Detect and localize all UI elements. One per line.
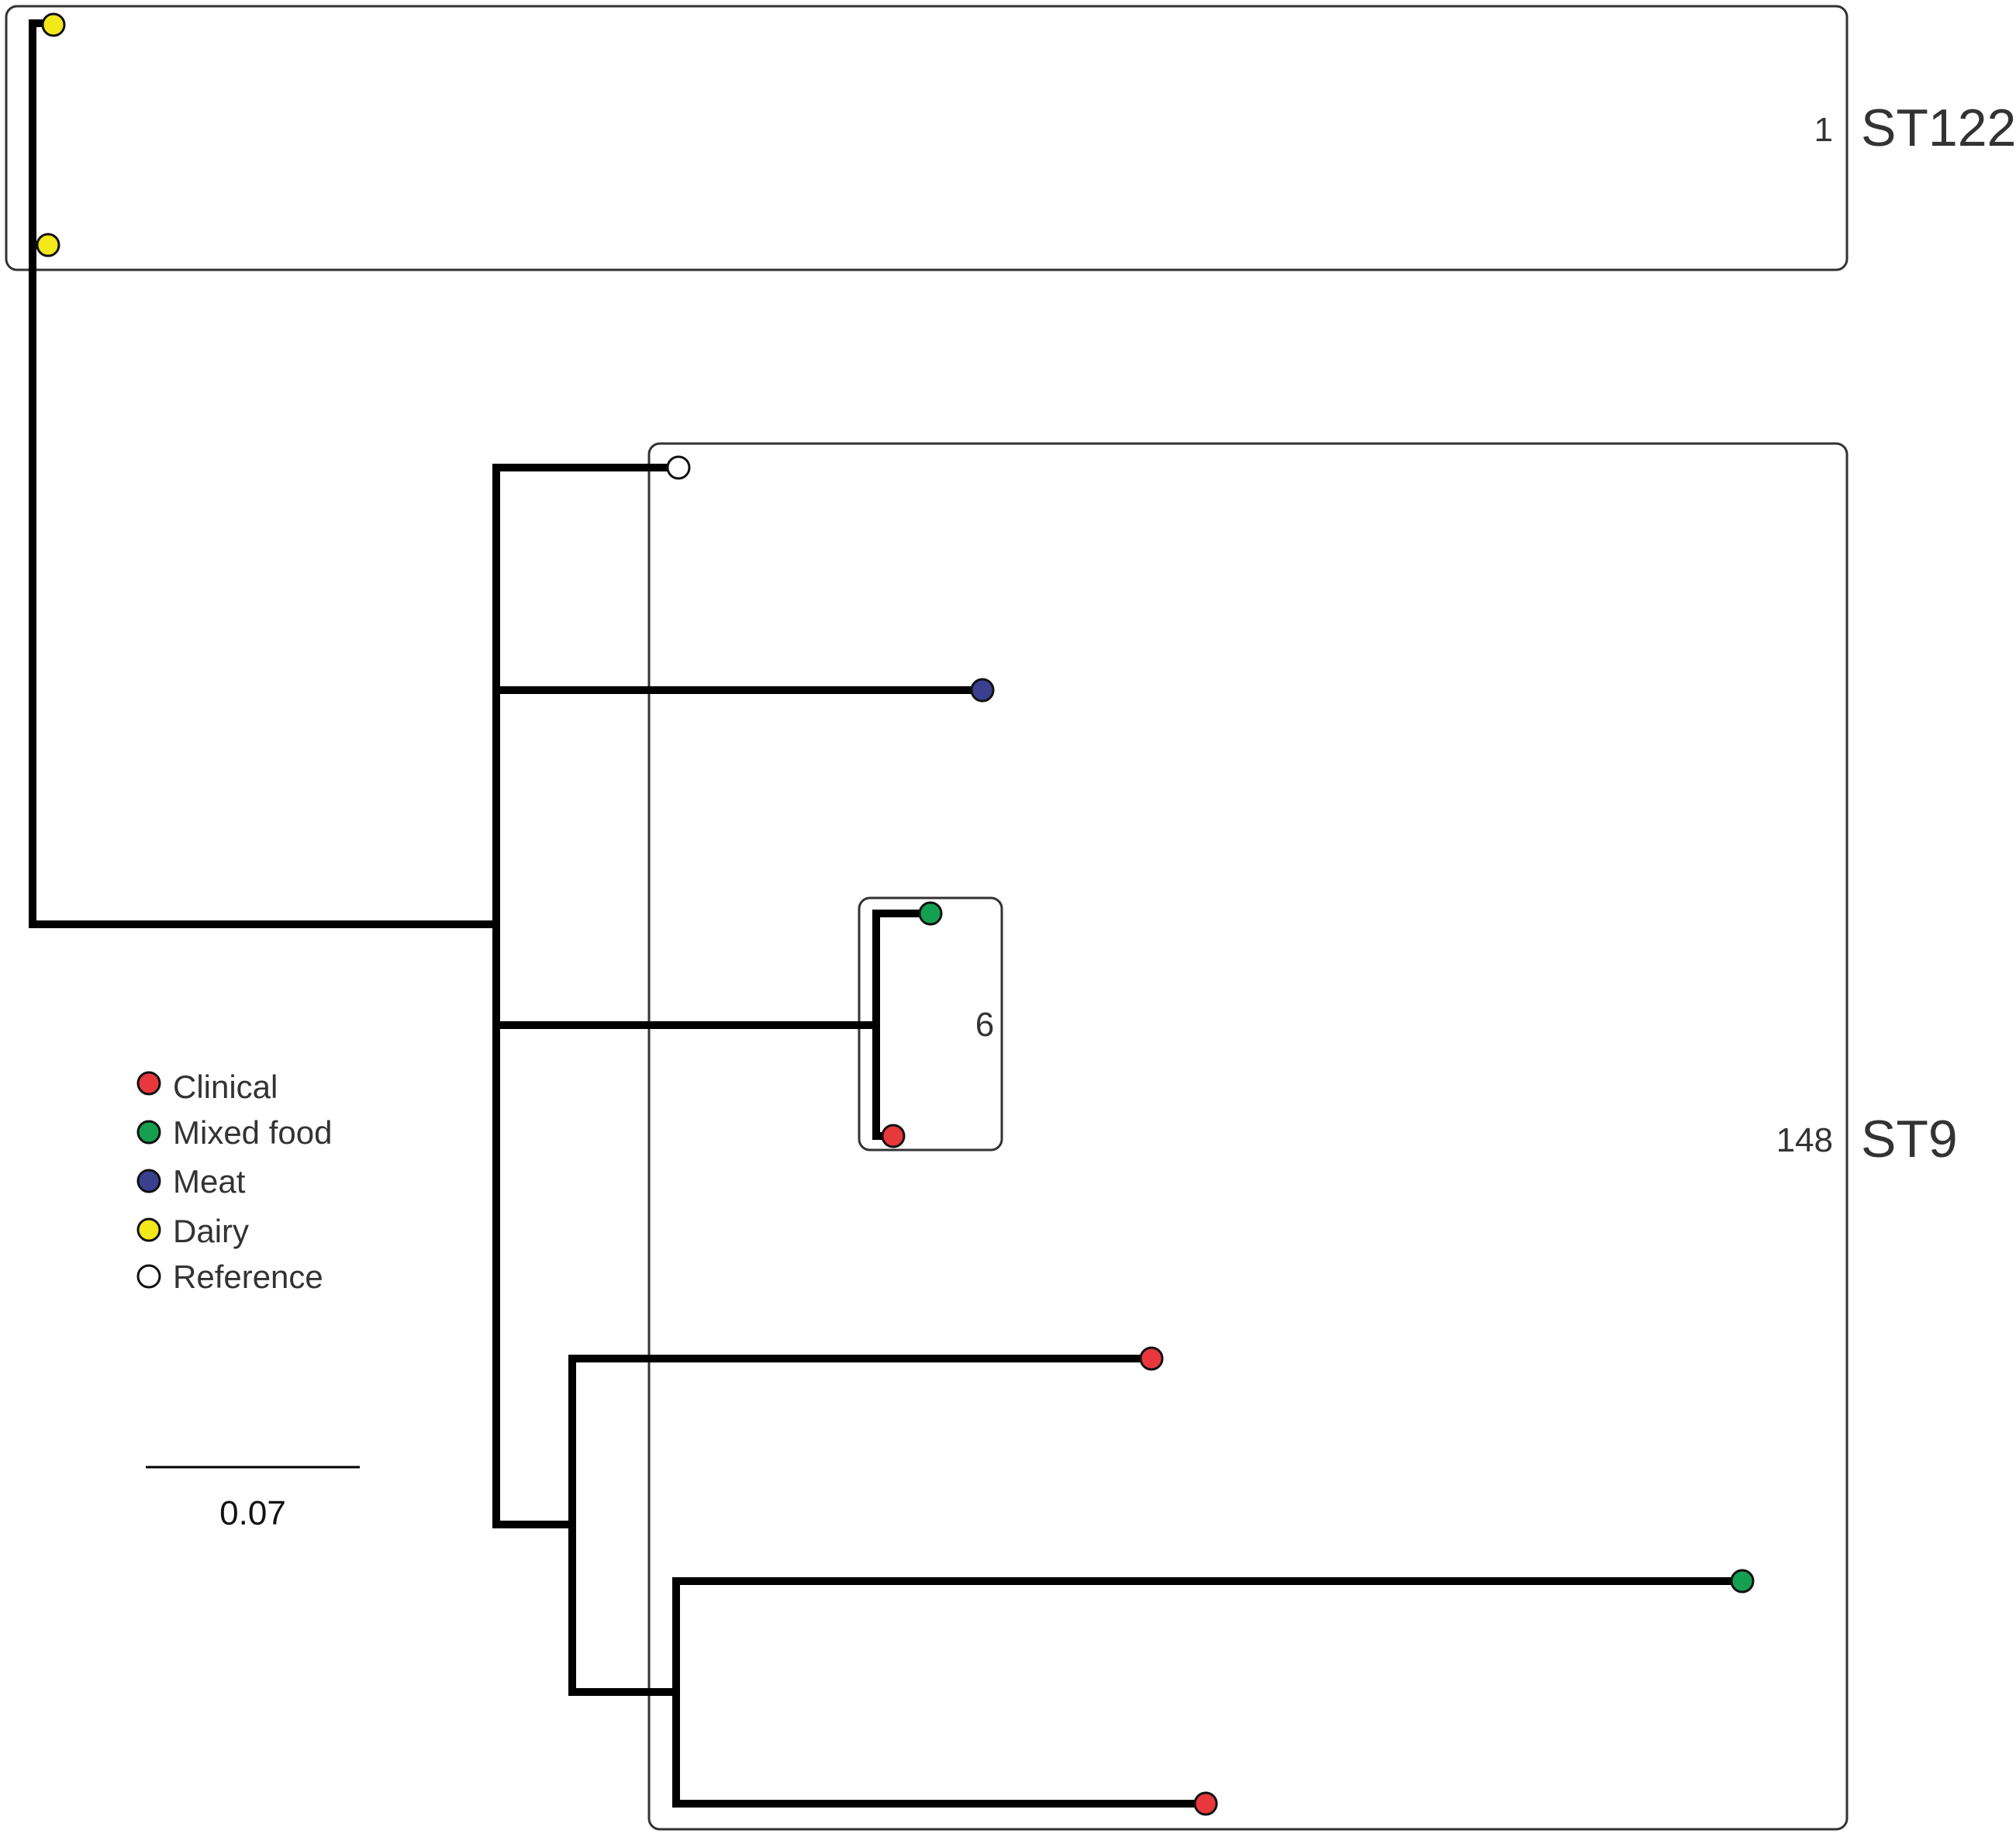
tip-dot — [970, 678, 995, 703]
tree-branches — [29, 19, 1746, 1808]
legend-label: Reference — [173, 1259, 323, 1295]
branch-subclade — [872, 910, 934, 1140]
legend-item: Mixed food — [136, 1114, 332, 1151]
legend-swatch — [136, 1264, 161, 1289]
legend-item: Dairy — [136, 1213, 249, 1249]
tip-dot — [881, 1124, 906, 1148]
legend-label: Mixed food — [173, 1114, 332, 1151]
clade-count-subclade: 6 — [975, 1006, 994, 1044]
tip-dot — [36, 233, 60, 257]
legend-swatch — [136, 1120, 161, 1145]
tip-dot — [666, 455, 691, 480]
scale-bar-label: 0.07 — [219, 1494, 286, 1532]
legend-label: Dairy — [173, 1213, 249, 1249]
legend-item: Reference — [136, 1259, 323, 1295]
branch-lower-group — [568, 1355, 680, 1696]
scale-bar: 0.07 — [146, 1466, 360, 1532]
tip-dot — [1139, 1346, 1164, 1371]
legend-item: Clinical — [136, 1069, 278, 1105]
legend: Clinical Mixed food Meat Dairy Reference — [136, 1069, 332, 1295]
legend-item: Meat — [136, 1163, 246, 1200]
clade-box-st122 — [5, 5, 1849, 271]
tip-dot — [41, 12, 66, 37]
tip-markers — [36, 12, 1755, 1816]
branch-root-st122 — [29, 19, 57, 928]
clade-label-st9: ST9 — [1861, 1110, 1958, 1169]
legend-swatch — [136, 1071, 161, 1096]
clade-box-st9 — [647, 442, 1849, 1831]
legend-label: Clinical — [173, 1069, 278, 1105]
tip-dot — [1193, 1791, 1218, 1816]
legend-swatch — [136, 1217, 161, 1242]
tip-dot — [1730, 1569, 1755, 1594]
clade-label-st122: ST122 — [1861, 98, 2016, 157]
tip-dot — [918, 901, 943, 926]
clade-count-st9: 148 — [1776, 1121, 1833, 1159]
clade-count-st122: 1 — [1814, 111, 1833, 149]
legend-swatch — [136, 1169, 161, 1193]
legend-label: Meat — [173, 1163, 246, 1200]
